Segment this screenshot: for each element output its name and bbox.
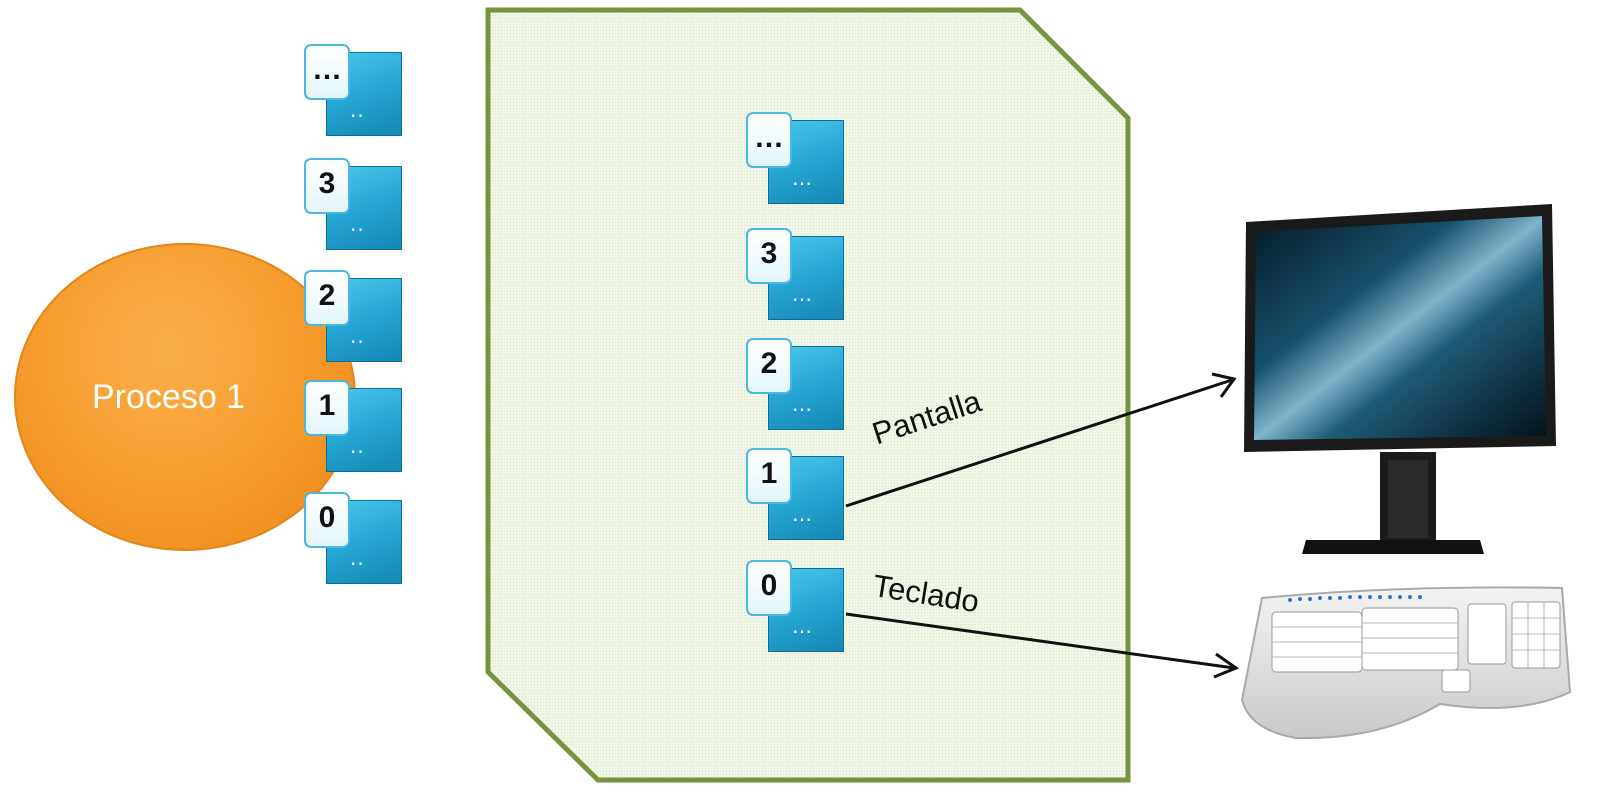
fd-entry-tab: 2 — [746, 338, 792, 394]
fd-entry-tab: … — [304, 44, 350, 100]
fd-entry-tab-label: … — [312, 53, 342, 86]
fd-entry-tab-label: 3 — [318, 167, 336, 200]
fd-entry-body-text: .. — [350, 324, 365, 348]
fd-entry-tab: 1 — [746, 448, 792, 504]
kernel-fd-entry-1: … 1 — [746, 448, 846, 540]
fd-entry-tab: 0 — [746, 560, 792, 616]
fd-entry-body-text: … — [792, 392, 813, 416]
keyboard-icon — [1240, 586, 1572, 740]
process-fd-entry-1: .. 1 — [304, 380, 404, 472]
fd-entry-tab-label: 2 — [318, 279, 336, 312]
fd-entry-tab-label: 3 — [760, 237, 778, 270]
fd-entry-tab: 3 — [746, 228, 792, 284]
process-circle — [14, 243, 356, 551]
process-fd-entry-2: .. 2 — [304, 270, 404, 362]
fd-entry-body-text: … — [792, 502, 813, 526]
fd-entry-tab: 2 — [304, 270, 350, 326]
process-label: Proceso 1 — [92, 378, 246, 416]
fd-entry-body-text: .. — [350, 546, 365, 570]
arrow-to-monitor — [845, 372, 1237, 508]
fd-entry-tab: … — [746, 112, 792, 168]
fd-entry-body-text: … — [792, 614, 813, 638]
fd-entry-tab-label: 1 — [318, 389, 336, 422]
fd-entry-tab-label: 2 — [760, 347, 778, 380]
monitor-icon — [1244, 204, 1556, 554]
process-fd-entry-0: .. 0 — [304, 492, 404, 584]
fd-entry-body-text: .. — [350, 434, 365, 458]
fd-entry-tab: 1 — [304, 380, 350, 436]
process-fd-entry-more: .. … — [304, 44, 404, 136]
kernel-fd-entry-3: … 3 — [746, 228, 846, 320]
fd-entry-body-text: .. — [350, 212, 365, 236]
fd-entry-body-text: … — [792, 166, 813, 190]
fd-entry-tab: 3 — [304, 158, 350, 214]
fd-entry-body-text: .. — [350, 98, 365, 122]
fd-entry-tab-label: 1 — [760, 457, 778, 490]
arrow-to-keyboard — [845, 612, 1240, 679]
fd-entry-tab-label: 0 — [760, 569, 778, 602]
fd-entry-tab: 0 — [304, 492, 350, 548]
fd-entry-tab-label: … — [754, 121, 784, 154]
kernel-fd-entry-more: … … — [746, 112, 846, 204]
fd-entry-body-text: … — [792, 282, 813, 306]
kernel-fd-entry-0: … 0 — [746, 560, 846, 652]
kernel-fd-entry-2: … 2 — [746, 338, 846, 430]
fd-entry-tab-label: 0 — [318, 501, 336, 534]
process-fd-entry-3: .. 3 — [304, 158, 404, 250]
